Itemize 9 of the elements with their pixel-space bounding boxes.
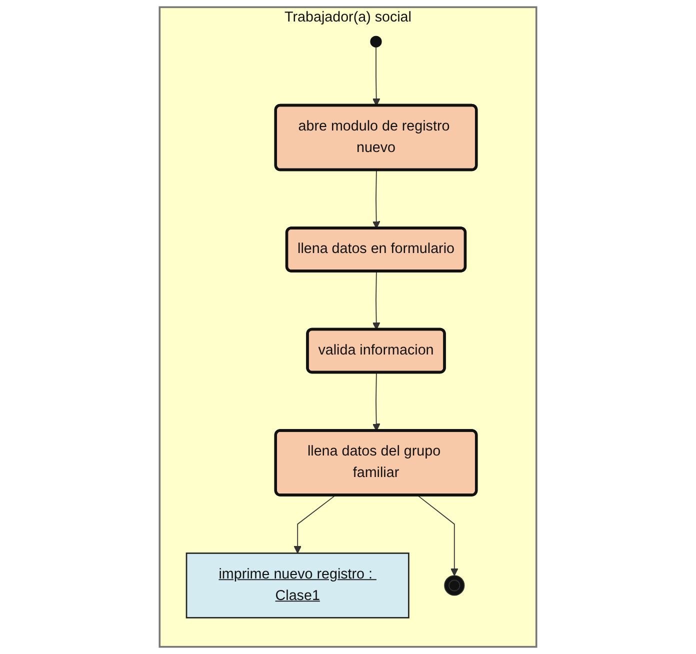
arrow <box>372 170 380 229</box>
node-circle <box>370 36 382 48</box>
node-circle <box>444 575 465 596</box>
arrow <box>372 271 380 330</box>
arrow <box>417 494 458 576</box>
arrow <box>372 46 380 106</box>
arrow <box>372 372 380 432</box>
arrow <box>294 494 336 554</box>
node-box: imprime nuevo registro : Clase1 <box>186 552 410 618</box>
